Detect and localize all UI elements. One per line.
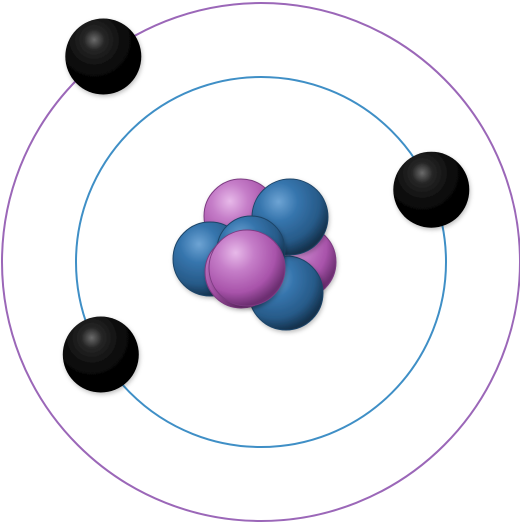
electrons (62, 18, 470, 393)
proton-4 (208, 229, 286, 307)
electron-bottom-left (62, 316, 139, 393)
nucleus (172, 178, 337, 331)
inner-orbit (75, 76, 447, 448)
electron-top-left (65, 18, 142, 95)
electron-right (393, 151, 470, 228)
